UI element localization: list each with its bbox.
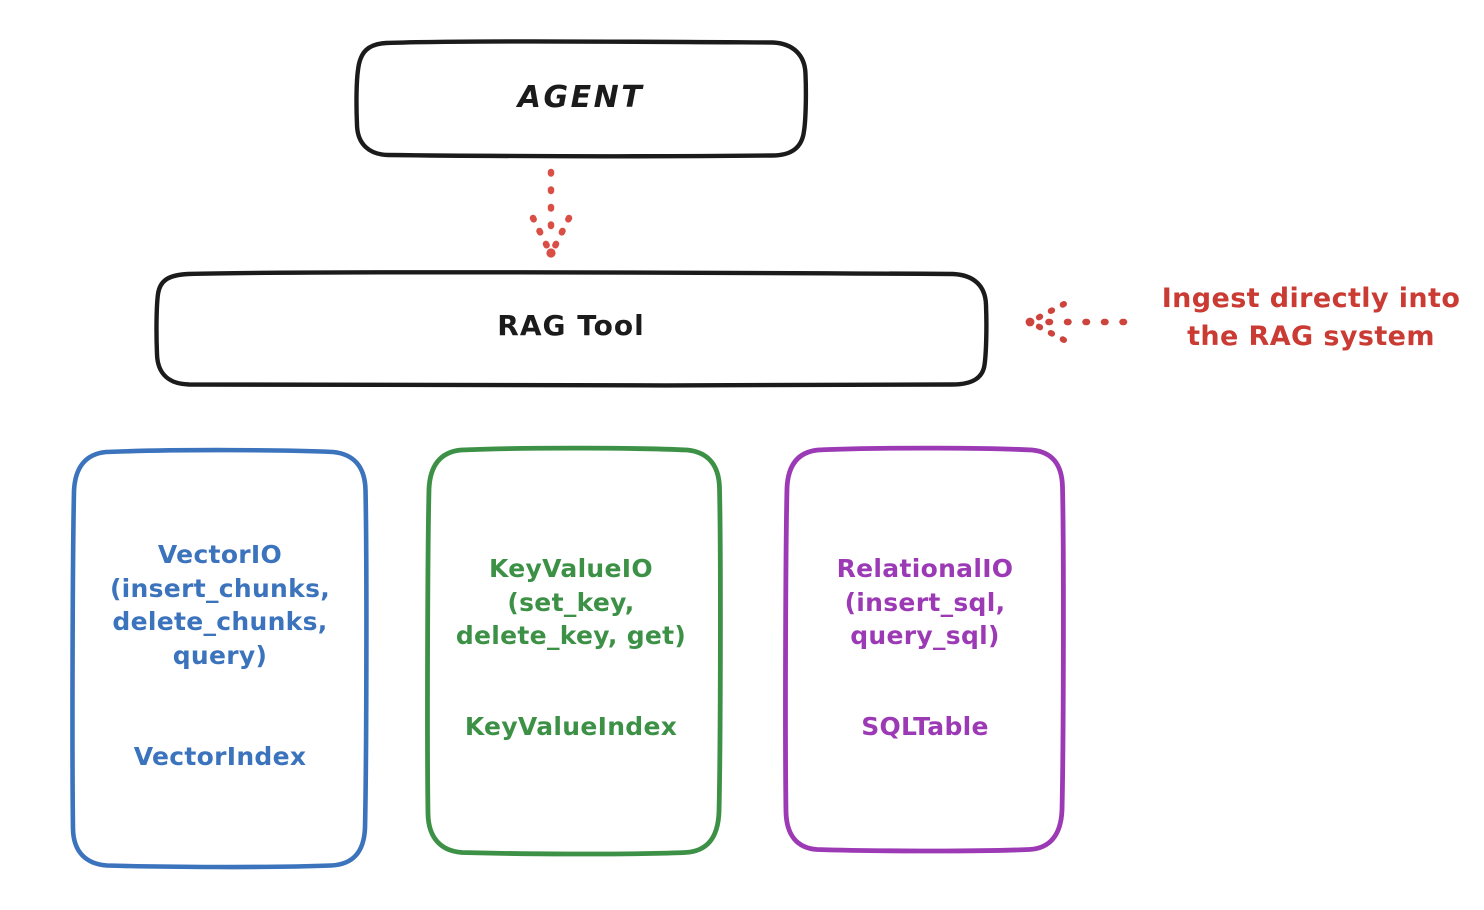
vector-io-label: VectorIO (insert_chunks, delete_chunks, … [109,540,331,670]
keyvalue-io-label: KeyValueIO (set_key, delete_key, get) [455,554,687,650]
vector-index-label: VectorIndex [133,742,307,771]
ingest-arrow-connector [1025,301,1128,343]
ingest-annotation-text: Ingest directly into the RAG system [1161,283,1461,353]
relational-index-label: SQLTable [861,712,989,741]
rag-tool-node-label: RAG Tool [497,309,645,342]
keyvalue-index-label: KeyValueIndex [464,712,678,741]
agent-to-ragtool-connector [529,168,573,258]
relational-io-label: RelationalIO (insert_sql, query_sql) [836,554,1014,650]
agent-node-label: AGENT [517,80,645,115]
